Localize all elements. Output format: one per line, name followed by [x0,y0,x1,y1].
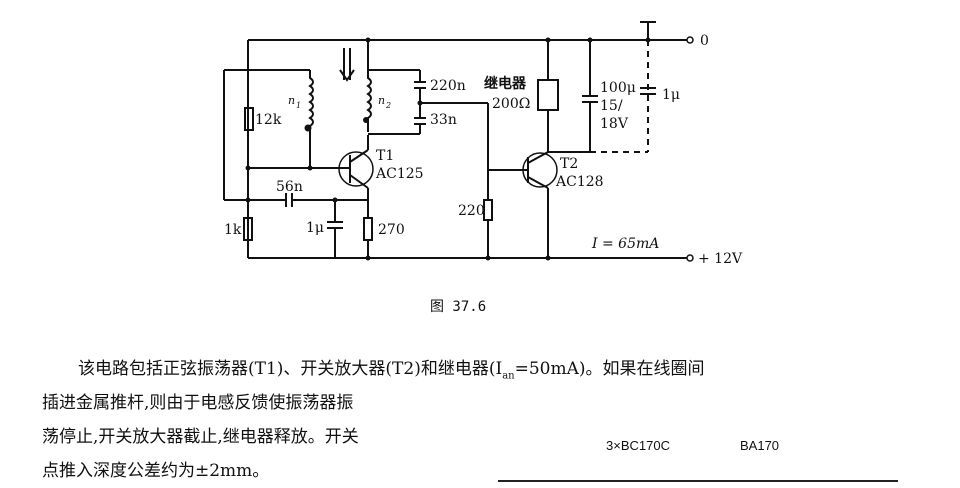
next-figure-label-left: 3×BC170C [606,438,670,453]
paragraph-line-1-start: 该电路包括正弦振荡器(T1)、开关放大器(T2)和继电器(I [78,359,503,379]
t2-name-label: T2 [560,156,578,172]
paragraph-line-1-subscript: an [502,370,515,382]
r-12k-label: 12k [255,112,282,128]
c-1u-left-label: 1μ [306,220,324,236]
circuit-schematic: 0 + 12V 12k n 1 n 2 220n 33n 继电器 200Ω 10… [223,21,743,267]
c-100u-value-label: 100μ [600,80,636,96]
c-100u-voltage-label-2: 18V [600,116,629,132]
figure-caption: 图 37.6 [430,299,487,315]
node-12v-label: + 12V [698,251,743,267]
next-figure-rail [498,480,898,482]
relay-name-label: 继电器 [484,75,527,92]
t2-type-label: AC128 [555,174,604,190]
r-1k-label: 1k [224,222,242,238]
next-figure-label-right: BA170 [740,438,780,453]
current-label: I = 65mA [591,236,659,252]
c-33n-label: 33n [430,112,457,128]
coil-n2-subscript: 2 [385,101,391,110]
paragraph-line-4: 点推入深度公差约为±2mm。 [42,461,270,481]
c-220n-label: 220n [430,78,466,94]
t1-type-label: AC125 [375,166,424,182]
r-270-label: 270 [378,222,405,238]
c-100u-voltage-label-1: 15/ [600,98,623,114]
paragraph-line-2: 插进金属推杆,则由于电感反馈使振荡器振 [42,393,354,413]
coil-n2-label: n [378,94,385,107]
c-1u-right-label: 1μ [662,87,680,103]
paragraph-line-3: 荡停止,开关放大器截止,继电器释放。开关 [42,427,359,447]
relay-value-label: 200Ω [492,96,530,112]
node-0-label: 0 [700,33,709,49]
c-56n-label: 56n [276,179,303,195]
coil-n1-subscript: 1 [296,101,301,110]
paragraph-line-1-end: =50mA)。如果在线圈间 [514,359,705,379]
t1-name-label: T1 [376,148,394,164]
paragraph-line-1: 该电路包括正弦振荡器(T1)、开关放大器(T2)和继电器(Ian=50mA)。如… [78,352,705,393]
r-220-label: 220 [458,203,485,219]
coil-n1-label: n [288,94,295,107]
